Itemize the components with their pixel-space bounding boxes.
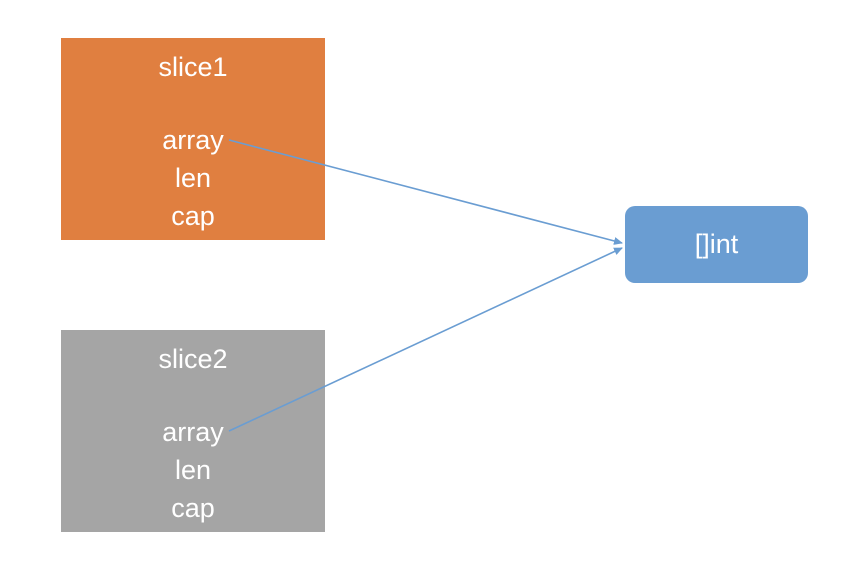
int-array-label: []int	[694, 229, 739, 259]
slice1-fields: array len cap	[61, 121, 325, 235]
slice1-field-array: array	[162, 125, 224, 155]
slice2-title: slice2	[158, 344, 228, 374]
slice1-field-len: len	[174, 163, 212, 193]
slice1-title: slice1	[158, 52, 228, 82]
slice2-field-cap: cap	[171, 493, 215, 523]
slice2-field-len: len	[174, 455, 212, 485]
slice1-field-cap: cap	[171, 201, 215, 231]
int-array-box: []int	[625, 206, 808, 283]
slice2-field-array: array	[162, 417, 224, 447]
slice1-box: slice1 array len cap	[61, 38, 325, 240]
slice2-box: slice2 array len cap	[61, 330, 325, 532]
slice2-fields: array len cap	[61, 413, 325, 527]
